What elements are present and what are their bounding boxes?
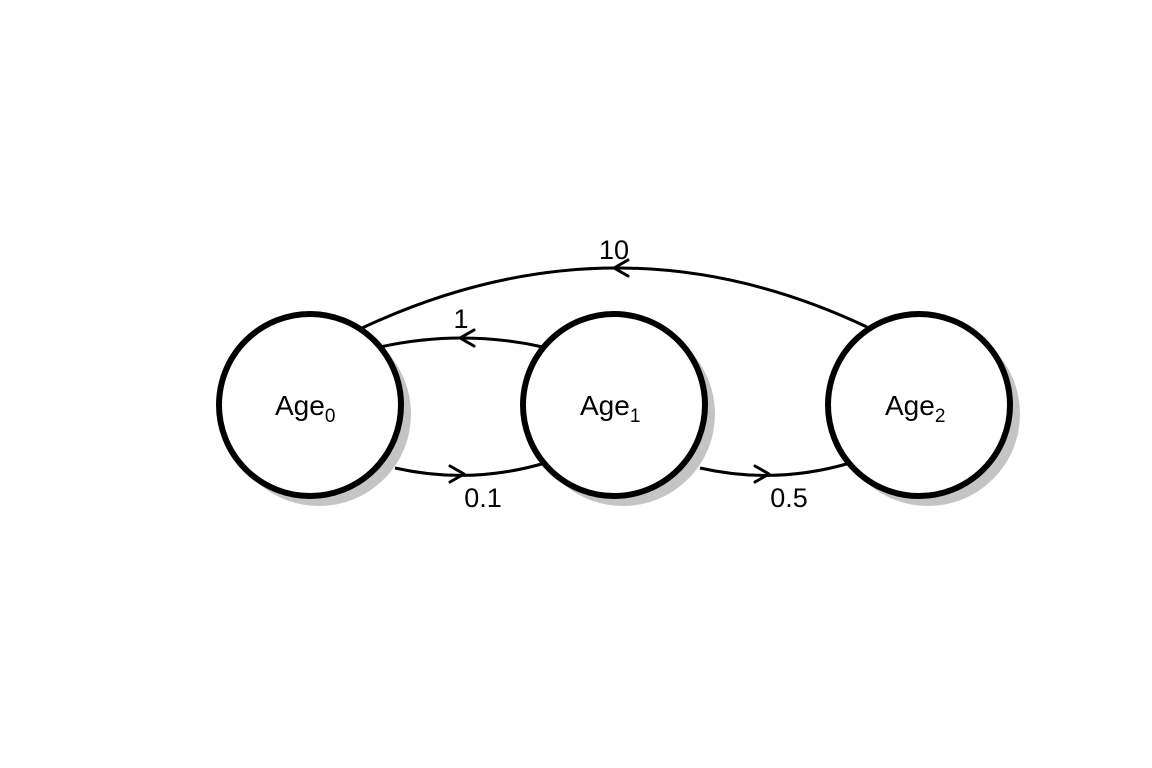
node-circle xyxy=(216,311,404,499)
node-label: Age1 xyxy=(580,390,640,427)
edge-age2-to-age0: 10 xyxy=(359,235,868,331)
node-label: Age2 xyxy=(885,390,945,427)
node-age1: Age1 xyxy=(520,311,715,506)
edge-label: 10 xyxy=(599,235,629,265)
edge-label: 0.5 xyxy=(770,483,808,513)
arrowhead-icon xyxy=(612,258,630,278)
node-circle xyxy=(825,311,1013,499)
edge-label: 0.1 xyxy=(464,483,502,513)
edge-line xyxy=(394,461,546,477)
edge-line xyxy=(699,461,851,477)
arrowhead-icon xyxy=(458,328,476,348)
edge-label: 1 xyxy=(453,304,468,334)
node-age0: Age0 xyxy=(216,311,411,506)
node-age2: Age2 xyxy=(825,311,1020,506)
arrowhead-icon xyxy=(753,464,771,484)
arrowhead-icon xyxy=(448,464,466,484)
node-label: Age0 xyxy=(275,390,335,427)
edge-age0-to-age1: 0.1 xyxy=(394,461,546,513)
edge-age1-to-age2: 0.5 xyxy=(699,461,851,513)
node-circle xyxy=(520,311,708,499)
edge-age1-to-age0: 1 xyxy=(379,304,544,349)
